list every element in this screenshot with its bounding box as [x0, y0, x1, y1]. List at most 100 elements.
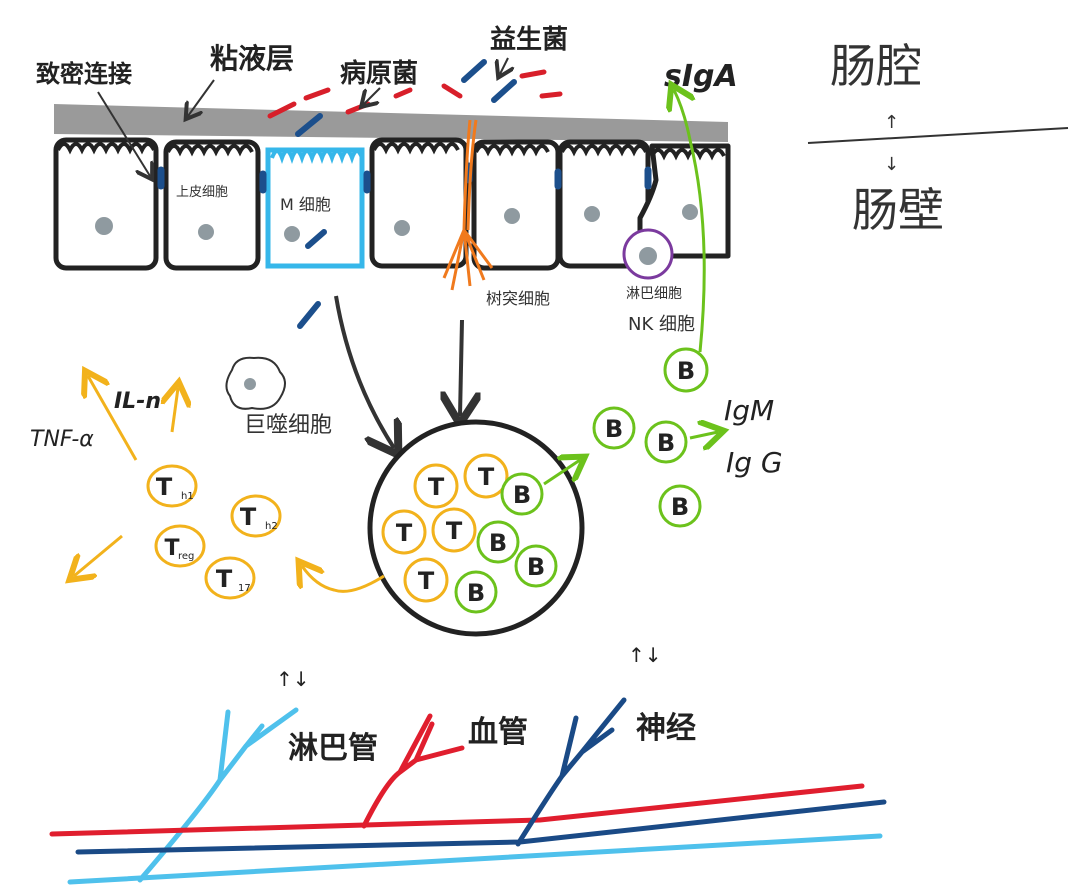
epithelial-cell — [163, 139, 261, 271]
svg-text:T: T — [418, 567, 435, 595]
b-cell: B — [500, 472, 544, 516]
dendritic-cell — [442, 119, 494, 291]
svg-text:T: T — [478, 463, 495, 491]
mucus-layer-pointer — [188, 79, 215, 116]
nucleus — [394, 220, 410, 236]
svg-text:T: T — [156, 473, 173, 501]
t-cell: T — [463, 453, 509, 499]
siga-label: sIgA — [664, 59, 738, 94]
th2-cell: T h2 — [230, 494, 282, 538]
b-cell: B — [514, 544, 558, 588]
lymph-vessel — [67, 707, 883, 885]
t-cell: T — [413, 463, 459, 509]
nuclei — [95, 204, 698, 242]
lymphocyte-label: 淋巴细胞 — [626, 286, 682, 302]
b-to-siga-arrow — [674, 90, 706, 353]
m-cell-label: M 细胞 — [280, 195, 331, 214]
lumen-wall-divider — [807, 127, 1069, 144]
igg-label: Ig G — [726, 446, 783, 479]
tnf-label: TNF-α — [30, 427, 94, 452]
svg-text:T: T — [428, 473, 445, 501]
exchange-arrows-right: ↑↓ — [628, 643, 662, 667]
b-cell: B — [454, 570, 498, 614]
macrophage — [225, 356, 286, 410]
b-activation-arrow — [543, 460, 580, 486]
svg-text:reg: reg — [178, 551, 194, 562]
follicle-t-cells: T T T T T — [381, 453, 509, 603]
nerve-label: 神经 — [636, 711, 696, 746]
intraepithelial-lymphocyte — [622, 228, 674, 280]
tight-junctions — [157, 162, 652, 194]
b-to-igm-arrow — [689, 432, 718, 438]
dendritic-cell-label: 树突细胞 — [486, 289, 550, 308]
svg-text:B: B — [605, 415, 623, 443]
igm-label: IgM — [724, 394, 774, 427]
th1-cell: T h1 — [146, 464, 198, 508]
lumen-wall-legend: 肠腔 ↑ ↓ 肠壁 — [807, 39, 1069, 237]
nucleus — [95, 217, 113, 235]
b-cell: B — [476, 520, 520, 564]
b-cell: B — [644, 420, 688, 464]
svg-text:T: T — [216, 565, 233, 593]
epithelial-cell — [637, 143, 731, 259]
t17-cell: T 17 — [204, 556, 256, 600]
m-cell-to-follicle-arrow — [334, 295, 394, 448]
svg-text:T: T — [164, 536, 179, 561]
epithelial-cell-label: 上皮细胞 — [176, 185, 228, 200]
follicle-to-th-arrow — [302, 566, 385, 593]
b-cell: B — [658, 484, 702, 528]
svg-text:B: B — [489, 529, 507, 557]
svg-text:T: T — [240, 503, 257, 531]
nk-cell-label: NK 细胞 — [628, 314, 695, 335]
microvilli — [56, 142, 726, 161]
probiotic-label: 益生菌 — [490, 25, 568, 55]
lumen-label: 肠腔 — [830, 39, 922, 93]
svg-text:B: B — [527, 553, 545, 581]
peripheral-b-cells: B B B B — [543, 90, 718, 528]
lymph-vessel-label: 淋巴管 — [288, 731, 378, 766]
blood-vessel-label: 血管 — [468, 715, 528, 750]
svg-text:B: B — [677, 357, 695, 385]
nucleus — [584, 206, 600, 222]
nerve — [75, 697, 887, 855]
down-arrow-icon: ↓ — [884, 154, 899, 175]
svg-text:B: B — [513, 481, 531, 509]
probiotics — [295, 59, 517, 329]
t-cell: T — [431, 507, 477, 553]
b-cell: B — [592, 406, 636, 450]
wall-label: 肠壁 — [852, 183, 944, 237]
svg-text:h1: h1 — [181, 491, 194, 502]
t-cell: T — [381, 509, 427, 555]
m-cell — [265, 147, 365, 269]
svg-text:h2: h2 — [265, 521, 278, 532]
svg-text:B: B — [671, 493, 689, 521]
tight-junction-label: 致密连接 — [36, 60, 132, 88]
t-cell: T — [403, 557, 449, 603]
treg-cell: T reg — [154, 524, 206, 568]
mucus-layer — [54, 104, 728, 142]
macrophage-label: 巨噬细胞 — [244, 413, 332, 438]
epithelial-cell — [53, 137, 159, 271]
mucus-layer-label: 粘液层 — [210, 42, 294, 75]
svg-text:B: B — [657, 429, 675, 457]
epithelium — [53, 137, 731, 271]
pathogen-label: 病原菌 — [340, 59, 418, 89]
pathogen-pointer — [364, 87, 381, 104]
nucleus — [682, 204, 698, 220]
exchange-arrows-left: ↑↓ — [276, 667, 310, 691]
b-cell: B — [663, 347, 709, 393]
svg-text:17: 17 — [238, 583, 251, 594]
nucleus — [504, 208, 520, 224]
up-arrow-icon: ↑ — [884, 112, 899, 133]
il-label: IL-n — [114, 389, 161, 414]
dendritic-to-follicle-arrow — [460, 319, 462, 416]
follicle-b-cells: B B B B — [454, 472, 558, 614]
tight-junction-pointer — [97, 91, 150, 176]
blood-vessel — [49, 713, 865, 837]
svg-text:B: B — [467, 579, 485, 607]
epithelial-cell — [471, 139, 561, 271]
svg-text:T: T — [396, 519, 413, 547]
epithelial-cell — [369, 137, 469, 269]
th-cells: T h1 T h2 T reg T 17 — [146, 464, 282, 600]
probiotic-pointer — [500, 57, 508, 74]
